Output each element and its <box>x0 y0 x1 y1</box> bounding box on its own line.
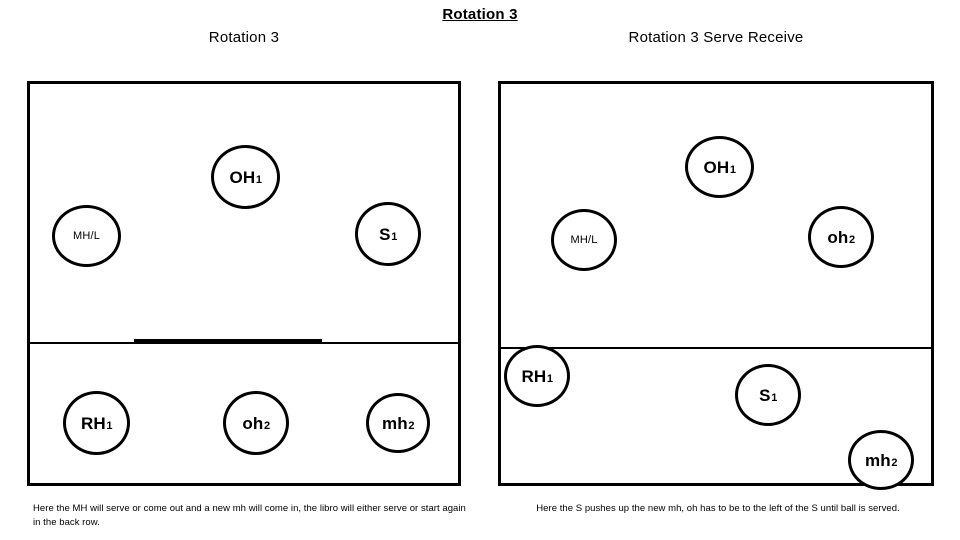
player-label: MH/L <box>72 229 101 242</box>
player-sublabel: 1 <box>391 230 398 243</box>
player-label: S <box>379 224 391 244</box>
attack-line-left <box>30 342 458 344</box>
page-title: Rotation 3 <box>442 6 518 23</box>
player-label: oh <box>242 413 264 433</box>
right-panel-subtitle: Rotation 3 Serve Receive <box>628 29 804 46</box>
player-sublabel: 2 <box>264 419 271 432</box>
player-label: MH/L <box>570 233 598 246</box>
player-sublabel: 2 <box>891 456 898 469</box>
player-sublabel: 1 <box>255 173 263 186</box>
player-sublabel: 1 <box>729 163 737 176</box>
player-sublabel: 1 <box>106 419 113 432</box>
player-sublabel: 2 <box>408 419 415 432</box>
player-label: OH <box>229 167 256 187</box>
right-panel-caption: Here the S pushes up the new mh, oh has … <box>536 503 900 514</box>
player-label: mh <box>864 450 891 470</box>
attack-line-right <box>501 347 931 349</box>
attack-line-left-center-segment <box>134 339 322 343</box>
player-label: S <box>759 385 771 405</box>
player-sublabel: 1 <box>771 391 778 404</box>
player-label: mh <box>381 413 408 433</box>
player-label: RH <box>521 366 547 386</box>
left-panel-subtitle: Rotation 3 <box>208 29 280 46</box>
player-label: OH <box>703 157 730 177</box>
player-label: RH <box>80 413 106 433</box>
player-marker-mhl-right[interactable]: MH/L <box>551 209 617 271</box>
player-sublabel: 2 <box>849 233 856 246</box>
player-marker-mhl-left[interactable]: MH/L <box>52 205 121 267</box>
player-sublabel: 1 <box>546 372 554 385</box>
left-panel-caption: Here the MH will serve or come out and a… <box>33 503 466 528</box>
player-label: oh <box>827 227 849 247</box>
